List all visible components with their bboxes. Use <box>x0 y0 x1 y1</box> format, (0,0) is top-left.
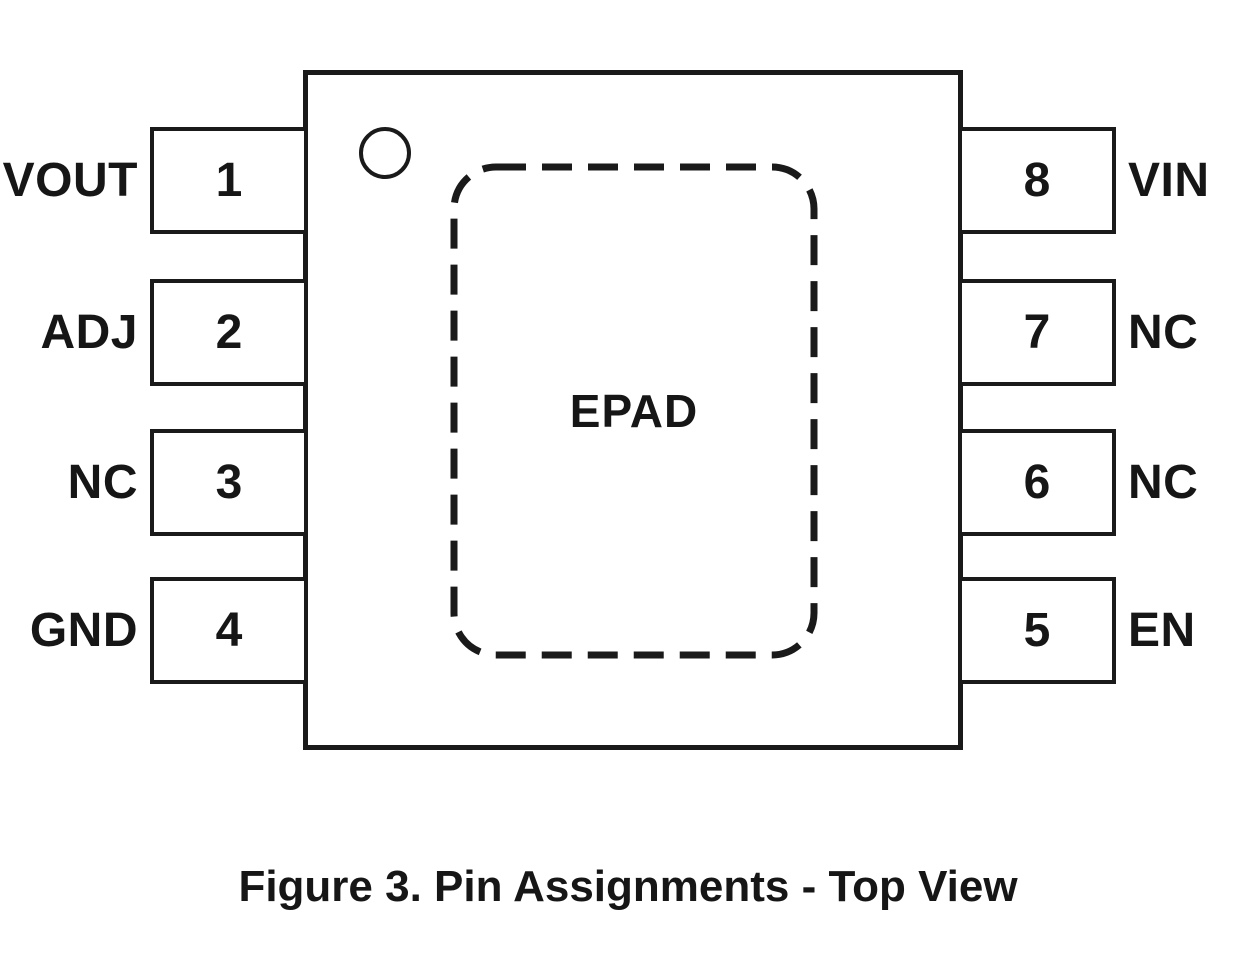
pin-number-1: 1 <box>215 154 243 207</box>
pin-name-gnd: GND <box>29 604 138 657</box>
pin-box-7: 7 <box>958 279 1116 386</box>
pin-number-6: 6 <box>1023 456 1051 509</box>
pin-name-nc-6: NC <box>1128 456 1199 509</box>
pin-number-5: 5 <box>1023 604 1051 657</box>
epad-label: EPAD <box>569 385 699 437</box>
pin-name-vin: VIN <box>1128 154 1210 207</box>
pin-name-nc-3: NC <box>67 456 138 509</box>
pin-box-6: 6 <box>958 429 1116 536</box>
pin-box-1: 1 <box>150 127 308 234</box>
pin-box-3: 3 <box>150 429 308 536</box>
pin-number-3: 3 <box>215 456 243 509</box>
pin-box-8: 8 <box>958 127 1116 234</box>
pin-name-vout: VOUT <box>2 154 138 207</box>
pin-name-nc-7: NC <box>1128 306 1199 359</box>
figure-caption: Figure 3. Pin Assignments - Top View <box>238 862 1018 911</box>
pin-box-5: 5 <box>958 577 1116 684</box>
pin-number-8: 8 <box>1023 154 1051 207</box>
epad-outline <box>450 163 818 659</box>
pin-name-adj: ADJ <box>40 306 138 359</box>
pin-box-4: 4 <box>150 577 308 684</box>
pin1-indicator-icon <box>359 127 411 179</box>
pin-number-4: 4 <box>215 604 243 657</box>
pin-name-en: EN <box>1128 604 1196 657</box>
ic-package-body <box>303 70 963 750</box>
pin-number-7: 7 <box>1023 306 1051 359</box>
pin-number-2: 2 <box>215 306 243 359</box>
pin-box-2: 2 <box>150 279 308 386</box>
